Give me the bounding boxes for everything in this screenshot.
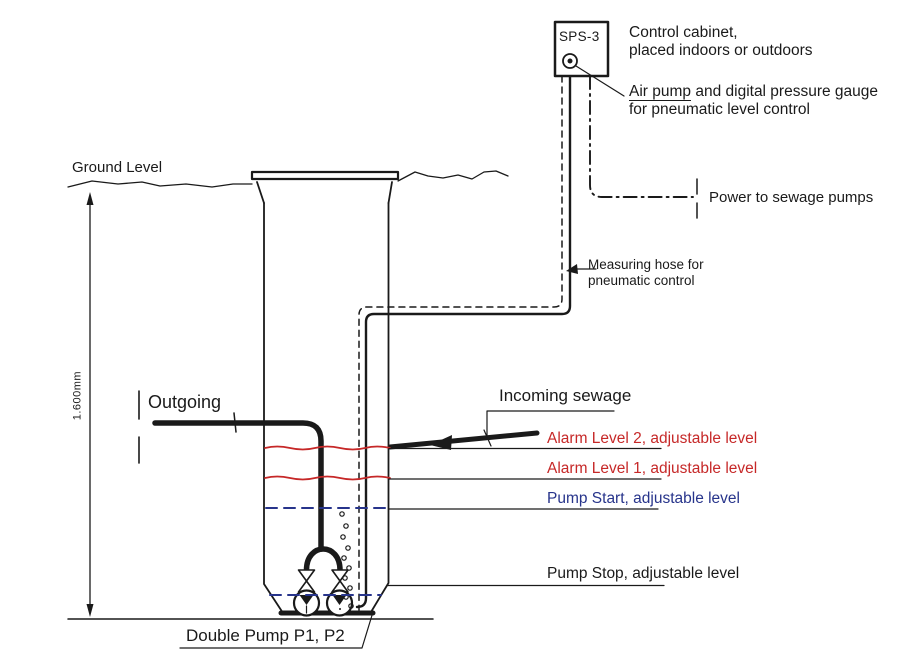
incoming-leader [483, 410, 615, 447]
alarm-level-1-line [264, 475, 391, 481]
power-label: Power to sewage pumps [709, 189, 874, 206]
power-line [589, 75, 698, 219]
pipe-tick [233, 412, 237, 433]
tank-lid [250, 170, 400, 181]
check-valve-p2 [331, 569, 349, 593]
ground-level-label: Ground Level [72, 159, 163, 176]
measuring-hose-label: Measuring hose for pneumatic control [588, 257, 704, 288]
air-pump-label: Air pump and digital pressure gauge for … [629, 83, 879, 119]
control-cabinet-box [553, 20, 610, 78]
pump-manifold [303, 546, 343, 573]
incoming-sewage-label: Incoming sewage [499, 386, 632, 405]
control-cabinet-label: Control cabinet, placed indoors or outdo… [629, 24, 813, 60]
measuring-hose-leader [566, 264, 597, 274]
pump-stop-label: Pump Stop, adjustable level [547, 565, 740, 582]
pump-p2 [325, 589, 354, 617]
dimension-label: 1.600mm [71, 370, 84, 421]
alarm-level-2-line [264, 445, 391, 451]
double-pump-leader [179, 611, 374, 649]
air-pump-gauge-icon [562, 53, 578, 69]
pump-start-label: Pump Start, adjustable level [547, 490, 740, 507]
cabinet-id-label: SPS-3 [559, 29, 600, 44]
alarm-level-2-label: Alarm Level 2, adjustable level [547, 430, 758, 447]
outgoing-pipe [138, 390, 324, 552]
ground-line-left [67, 180, 253, 188]
incoming-pipe [387, 410, 615, 450]
tank-outline [250, 170, 400, 616]
measuring-hose-line [358, 75, 563, 611]
dimension-line [86, 192, 94, 617]
check-valve-p1 [297, 569, 316, 593]
measuring-tube-line [355, 74, 572, 609]
ground-line-right [397, 170, 509, 182]
double-pump-label: Double Pump P1, P2 [186, 626, 345, 645]
level-leader-lines [386, 447, 665, 587]
air-pump-underlined-text: Air pump [629, 83, 692, 101]
alarm-level-1-label: Alarm Level 1, adjustable level [547, 460, 758, 477]
air-bubbles [339, 511, 354, 609]
outgoing-label: Outgoing [148, 392, 222, 412]
air-pump-leader-line [575, 65, 625, 97]
pump-p1 [292, 589, 321, 617]
